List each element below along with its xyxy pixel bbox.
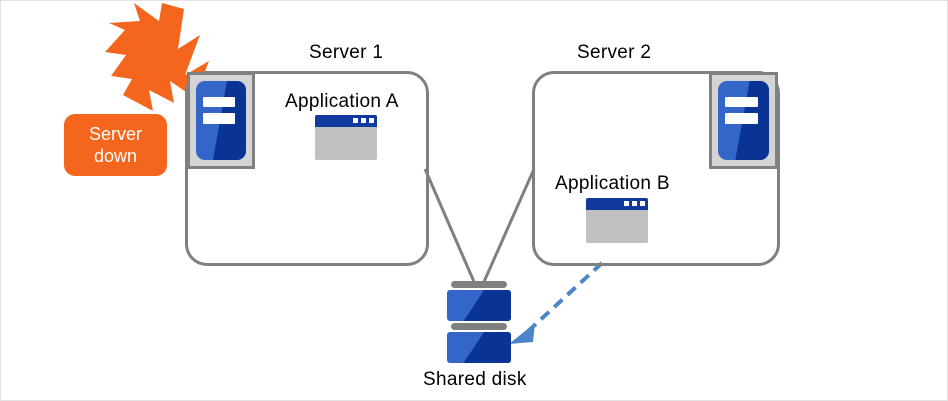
shared-disk-unit-1-body	[447, 290, 511, 321]
shared-disk-unit-2	[447, 323, 511, 363]
shared-disk-unit-1-cap	[450, 281, 508, 288]
application-a-label: Application A	[285, 91, 399, 112]
application-b-titlebar	[586, 198, 648, 210]
server-1-device-icon-bar-1	[203, 96, 235, 108]
server-1-title: Server 1	[309, 42, 384, 63]
shared-disk-unit-2-shade	[463, 332, 511, 363]
window-dot-1	[352, 118, 358, 124]
server-2-device-icon-bar-1	[725, 96, 758, 108]
application-b-window-icon	[586, 198, 648, 243]
server-down-label-line2: down	[93, 146, 138, 166]
window-dot-3	[639, 201, 645, 207]
shared-disk-unit-1-shade	[463, 290, 511, 321]
application-b-label: Application B	[555, 173, 670, 194]
server-1-device-icon-body	[196, 81, 246, 160]
shared-disk-unit-2-body	[447, 332, 511, 363]
application-a-window-icon	[315, 115, 377, 160]
shared-disk-icon	[447, 281, 511, 363]
application-a-titlebar	[315, 115, 377, 127]
shared-disk-unit-1	[447, 281, 511, 321]
window-dot-2	[360, 118, 366, 124]
window-dot-3	[368, 118, 374, 124]
shared-disk-unit-2-cap	[450, 323, 508, 330]
window-dot-2	[631, 201, 637, 207]
server-2-device-icon	[709, 72, 778, 169]
server-2-device-icon-bar-2	[725, 113, 758, 124]
server-2-box[interactable]	[532, 71, 780, 266]
window-dot-1	[623, 201, 629, 207]
connector-appb-to-disk-arrow	[509, 261, 604, 344]
connector-server2-to-disk	[481, 168, 536, 285]
shared-disk-label: Shared disk	[423, 369, 527, 390]
server-2-device-icon-body	[718, 81, 769, 160]
server-down-label-line1: Server	[88, 124, 142, 144]
server-2-title: Server 2	[577, 42, 652, 63]
server-1-device-icon-bar-2	[203, 113, 235, 124]
connector-server1-to-disk	[423, 168, 477, 285]
server-1-device-icon	[187, 72, 255, 169]
server-1-box[interactable]	[185, 71, 429, 266]
server-down-badge: Server down	[64, 114, 167, 176]
